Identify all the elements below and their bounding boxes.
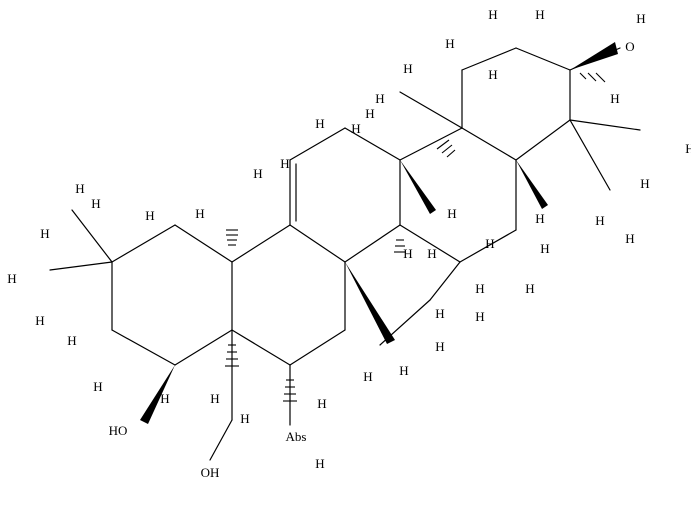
hydrogen-label-12: H [351,121,360,136]
hydrogen-label-1: H [535,7,544,22]
hydrogen-label-33: H [195,206,204,221]
hydrogen-label-30: H [240,411,249,426]
hydrogen-label-28: H [399,363,408,378]
hydrogen-label-34: H [91,196,100,211]
hydrogen-label-25: H [475,309,484,324]
hydrogen-label-35: H [75,181,84,196]
hydroxyl-h-label-top: H [636,11,645,26]
hydroxyl-h-label-bottom: H [315,456,324,471]
hydrogen-label-2: H [445,36,454,51]
hydrogen-label-22: H [525,281,534,296]
hydrogen-label-37: H [7,271,16,286]
hydrogen-label-40: H [93,379,102,394]
hydrogen-label-8: H [685,141,691,156]
heteroatom-labels: H O HO OH Abs H [109,11,646,480]
stereo-bonds [140,42,618,424]
hydrogen-label-19: H [427,246,436,261]
hydrogen-label-5: H [535,211,544,226]
hydroxyl-label-left: HO [109,423,128,438]
hydrogen-label-39: H [67,333,76,348]
hydrogen-label-18: H [403,246,412,261]
hydrogen-label-29: H [317,396,326,411]
hydrogen-label-14: H [365,106,374,121]
hydrogen-label-41: H [160,391,169,406]
hydrogen-label-7: H [625,231,634,246]
hydrogen-label-13: H [315,116,324,131]
hydrogen-label-27: H [363,369,372,384]
hydrogen-label-6: H [595,213,604,228]
hydrogen-label-21: H [475,281,484,296]
hydrogen-label-16: H [253,166,262,181]
hydrogen-label-31: H [210,391,219,406]
hydrogen-label-20: H [485,236,494,251]
hydrogen-label-4: H [610,91,619,106]
hydroxyl-o-label-top: O [625,39,634,54]
hydrogen-label-9: H [640,176,649,191]
abs-label: Abs [286,429,307,444]
hydrogen-label-3: H [488,67,497,82]
hydrogen-label-10: H [403,61,412,76]
hydrogen-label-23: H [540,241,549,256]
hydrogen-label-26: H [435,339,444,354]
hydrogen-label-24: H [435,306,444,321]
hydroxymethyl-label: OH [201,465,220,480]
hydrogen-label-0: H [488,7,497,22]
hydrogen-label-38: H [35,313,44,328]
hydrogen-label-32: H [145,208,154,223]
hydrogen-label-36: H [40,226,49,241]
hydrogen-label-15: H [280,156,289,171]
hydrogen-label-17: H [447,206,456,221]
bond-lines [49,47,641,461]
hydrogen-label-11: H [375,91,384,106]
